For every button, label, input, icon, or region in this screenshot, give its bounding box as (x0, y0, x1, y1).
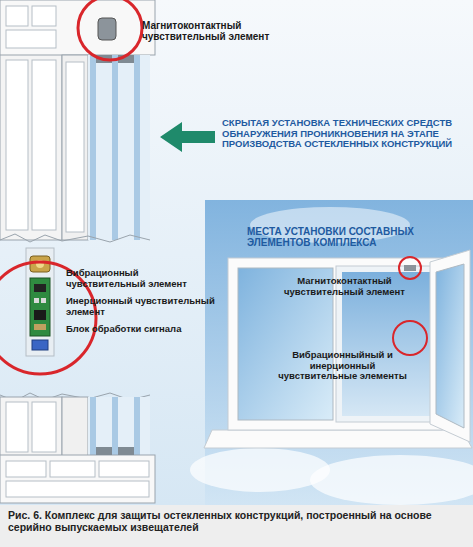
sensor-label: Вибрационныйный и инерционный чувствител… (270, 350, 415, 382)
window-profile-bottom-part (62, 397, 88, 457)
sensor-module-part (32, 340, 48, 350)
sensor-label: Инерционный чувствительный элемент (66, 296, 231, 317)
sensor-label: Вибрационный чувствительный элемент (66, 268, 211, 289)
window-profile-top-part (88, 55, 150, 240)
sensor-label: Блок обработки сигнала (66, 324, 216, 335)
window-drawing-part (430, 250, 470, 442)
window-drawing-part (436, 264, 464, 428)
window-profile-bottom-part (0, 455, 155, 503)
sensor-module-part (30, 278, 50, 336)
highlight-circle-part (78, 0, 142, 60)
window-profile-top-part (62, 55, 88, 240)
caption-band (0, 505, 473, 547)
pointer-arrow (160, 122, 215, 152)
sensor-module-part (34, 310, 46, 320)
window-profile-bottom-part (6, 402, 28, 452)
background-part (310, 455, 473, 505)
sensor-label: Магнитоконтактный чувствительный элемент (282, 276, 407, 297)
background (0, 0, 473, 505)
window-drawing-part (204, 430, 472, 448)
sensor-module-part (41, 298, 46, 303)
sensor-module-part (34, 298, 39, 303)
window-profile-bottom-part (134, 397, 140, 455)
window-profile-top-part (98, 18, 116, 40)
window-profile-top-part (6, 6, 28, 26)
window-drawing-part (404, 265, 416, 271)
caption-band-part (0, 505, 473, 547)
window-drawing-part (399, 257, 421, 279)
window-profile-top-part (66, 62, 84, 232)
window-profile-top-part (32, 6, 56, 26)
window-profile-top-part (32, 60, 56, 230)
window-profile-bottom (0, 393, 155, 503)
section-heading: МЕСТА УСТАНОВКИ СОСТАВНЫХ ЭЛЕМЕНТОВ КОМП… (247, 226, 462, 248)
window-profile-bottom-part (50, 461, 95, 477)
window-profile-bottom-part (90, 397, 96, 455)
background-part (0, 0, 473, 505)
window-profile-top-part (6, 30, 56, 48)
window-drawing (204, 250, 472, 448)
window-profile-top-part (90, 55, 96, 240)
window-profile-top-part (6, 60, 28, 230)
sensor-module-part (34, 284, 46, 292)
sensor-module-part (34, 324, 46, 330)
window-profile-bottom-part (99, 461, 149, 477)
window-profile-bottom-part (6, 481, 149, 497)
figure-caption: Рис. 6. Комплекс для защиты остекленных … (8, 510, 466, 534)
window-profile-bottom-part (88, 397, 150, 455)
background-part (190, 448, 330, 492)
window-profile-top-part (0, 234, 150, 242)
window-profile-bottom-part (96, 447, 112, 455)
window-drawing-part (393, 321, 427, 355)
window-profile-top-part (0, 0, 62, 240)
window-profile-top-part (112, 55, 118, 240)
sensor-label: Магнитоконтактный чувствительный элемент (142, 20, 287, 42)
window-profile-bottom-part (118, 447, 134, 455)
window-profile-bottom-part (32, 402, 56, 452)
window-profile-top-part (134, 55, 140, 240)
pointer-arrow-part (160, 122, 215, 152)
window-drawing-part (228, 258, 442, 430)
window-profile-bottom-part (6, 461, 46, 477)
banner-text: СКРЫТАЯ УСТАНОВКА ТЕХНИЧЕСКИХ СРЕДСТВ ОБ… (222, 118, 462, 150)
sensor-module-part (30, 256, 50, 272)
window-profile-top (0, 0, 155, 242)
highlight-circle (0, 0, 142, 374)
window-profile-bottom-part (112, 397, 118, 455)
